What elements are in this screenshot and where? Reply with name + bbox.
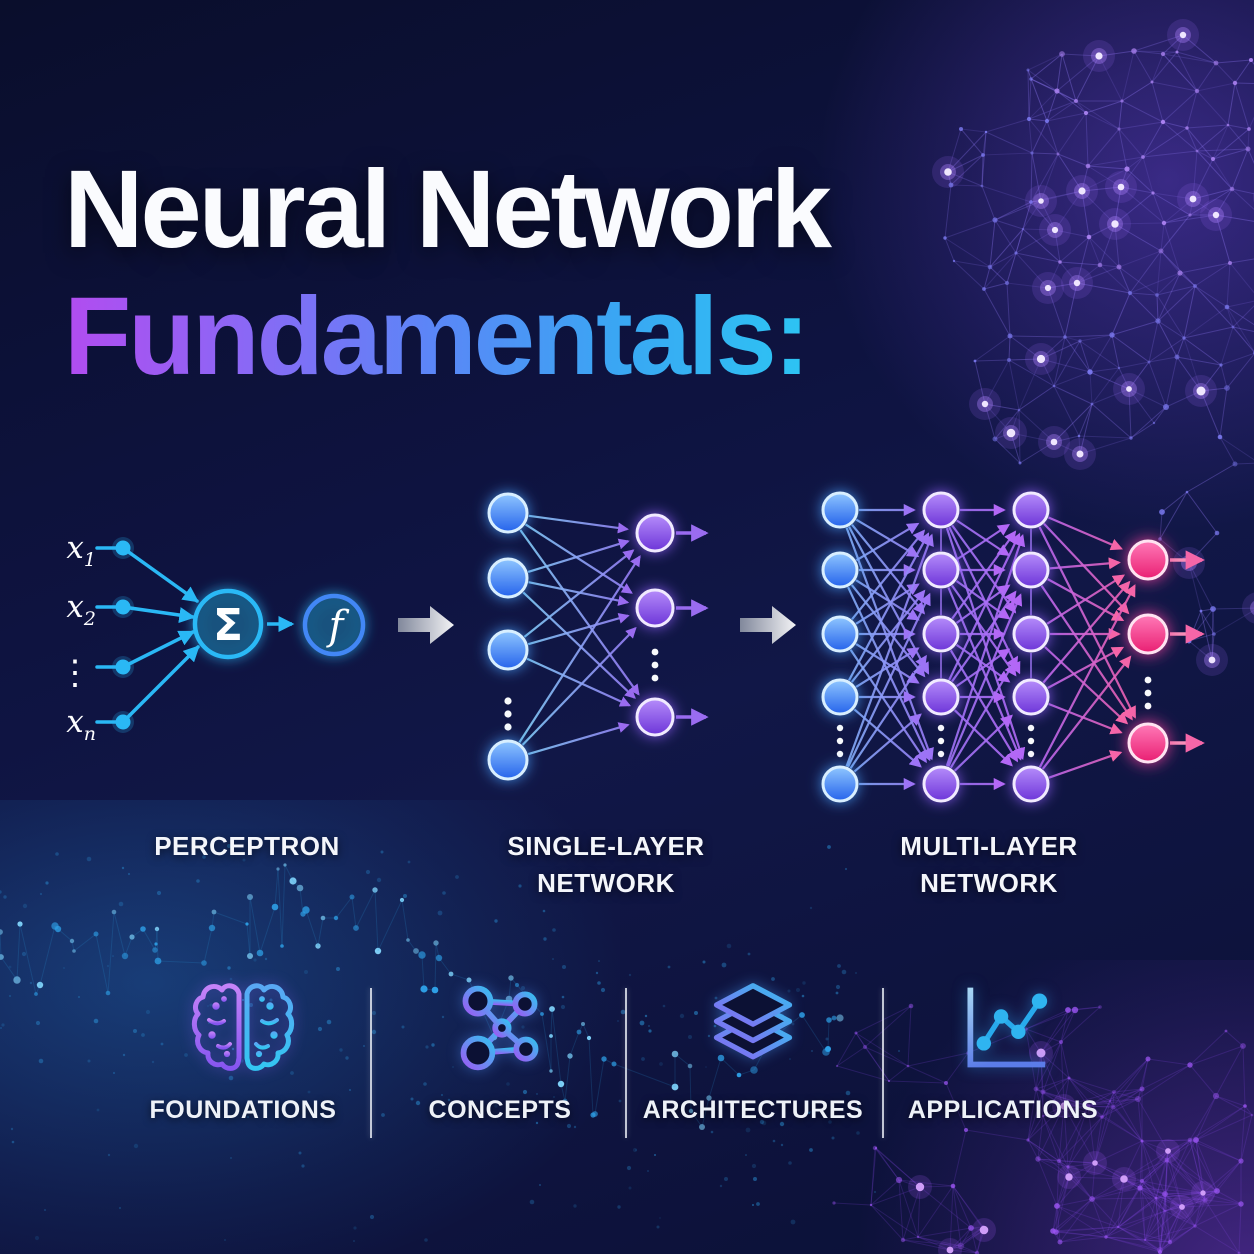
multi-layer-connections <box>845 503 1136 791</box>
input-ellipsis: ⋮ <box>58 653 92 693</box>
category-divider <box>882 988 884 1138</box>
category-label-applications: APPLICATIONS <box>907 1096 1099 1124</box>
perceptron-input-labels: x1 x2 ⋮ xn <box>58 530 96 745</box>
perceptron-input-dots <box>112 537 134 733</box>
category-architectures: ARCHITECTURES <box>643 976 863 1125</box>
category-foundations: FOUNDATIONS <box>148 976 338 1125</box>
line-chart-icon <box>967 987 1048 1068</box>
particle-wave-right <box>832 1003 1254 1254</box>
network-graph-icon <box>460 985 539 1071</box>
multi-layer-diagram <box>821 491 1205 803</box>
layers-icon <box>713 983 793 1060</box>
input-label-xn: xn <box>66 704 96 745</box>
single-layer-nodes <box>487 492 675 781</box>
input-label-x2: x2 <box>66 589 96 630</box>
title-line-1: Neural Network <box>64 148 832 271</box>
category-divider <box>370 988 372 1138</box>
input-label-x1: x1 <box>66 530 96 571</box>
multi-layer-label: MULTI-LAYER NETWORK <box>900 828 1077 902</box>
multi-layer-label-line2: NETWORK <box>920 868 1058 898</box>
perceptron-diagram: x1 x2 ⋮ xn Σ f <box>58 530 454 745</box>
brain-mesh-graphic <box>932 19 1254 676</box>
perceptron-label: PERCEPTRON <box>154 831 340 861</box>
category-label-concepts: CONCEPTS <box>428 1096 572 1124</box>
single-layer-label: SINGLE-LAYER NETWORK <box>507 828 704 902</box>
flow-arrow-2 <box>740 606 796 644</box>
sum-node-circle <box>192 588 264 660</box>
single-layer-outputs-and-dots <box>504 524 709 731</box>
single-layer-diagram <box>487 492 796 781</box>
category-divider <box>625 988 627 1138</box>
category-label-foundations: FOUNDATIONS <box>149 1096 337 1124</box>
brain-icon <box>191 978 295 1078</box>
category-applications: APPLICATIONS <box>908 976 1098 1125</box>
multi-layer-nodes <box>821 491 1169 803</box>
category-concepts: CONCEPTS <box>405 976 595 1125</box>
single-layer-connections <box>518 514 641 756</box>
category-label-architectures: ARCHITECTURES <box>642 1096 864 1124</box>
multi-layer-outputs-and-dots <box>836 550 1205 758</box>
perceptron-input-lines <box>95 546 200 724</box>
activation-node-circle <box>302 593 366 657</box>
sum-symbol: Σ <box>213 600 243 651</box>
title-line-2: Fundamentals: <box>64 273 829 400</box>
flow-arrow-1 <box>398 606 454 644</box>
poster-title: Neural Network Fundamentals: <box>64 146 832 400</box>
single-layer-label-line1: SINGLE-LAYER <box>507 831 705 861</box>
single-layer-label-line2: NETWORK <box>537 868 675 898</box>
multi-layer-label-line1: MULTI-LAYER <box>900 831 1078 861</box>
